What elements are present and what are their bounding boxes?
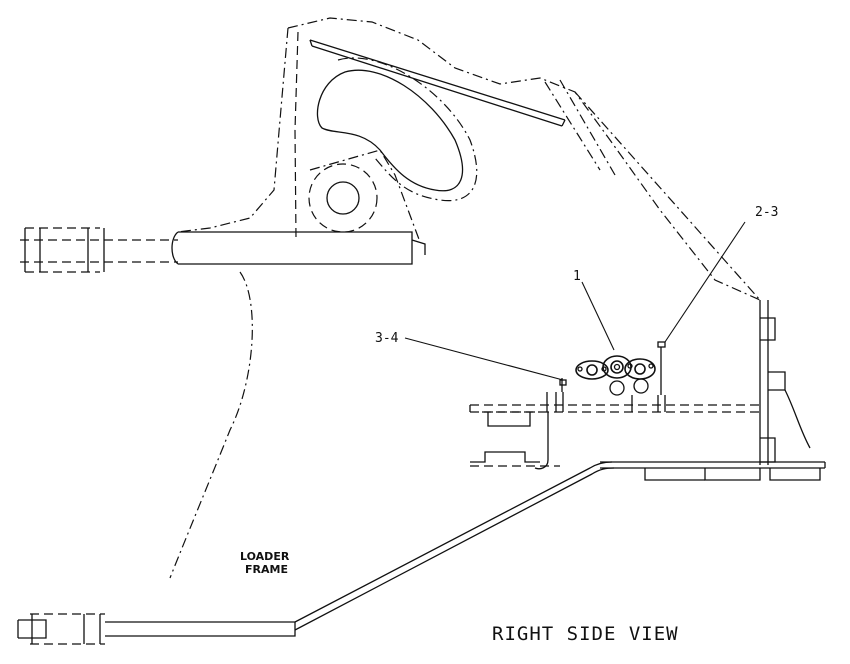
- upper-link-arm: [20, 227, 426, 273]
- right-frame-wall: [759, 300, 811, 465]
- part-mount-right: [624, 358, 656, 380]
- callout-1: 1: [573, 269, 581, 284]
- upper-frame-outline: [177, 17, 761, 301]
- mounting-parts-cluster: [575, 355, 656, 396]
- loader-frame-label-line2: FRAME: [245, 563, 288, 576]
- washer-left: [609, 380, 625, 396]
- lower-rail: [470, 412, 826, 481]
- diagonal-strut: [309, 39, 566, 127]
- kidney-opening: [316, 57, 478, 202]
- lower-frame-curve: [169, 271, 253, 579]
- leader-line-1: [581, 281, 615, 351]
- part-mount-center: [602, 355, 632, 379]
- leader-line-2-3: [664, 221, 746, 343]
- leader-line-3-4: [404, 337, 564, 381]
- fitting-3-4: [559, 378, 567, 392]
- callout-2-3: 2-3: [755, 205, 778, 220]
- view-title: RIGHT SIDE VIEW: [492, 623, 679, 645]
- mounting-plate: [469, 392, 760, 427]
- lower-link-arm: [17, 461, 615, 645]
- pivot-boss: [308, 149, 421, 243]
- callout-3-4: 3-4: [375, 331, 399, 346]
- part-mount-left: [575, 360, 609, 380]
- washer-right: [633, 378, 649, 394]
- fitting-2-3: [657, 341, 666, 395]
- loader-frame-label-line1: LOADER: [240, 550, 290, 563]
